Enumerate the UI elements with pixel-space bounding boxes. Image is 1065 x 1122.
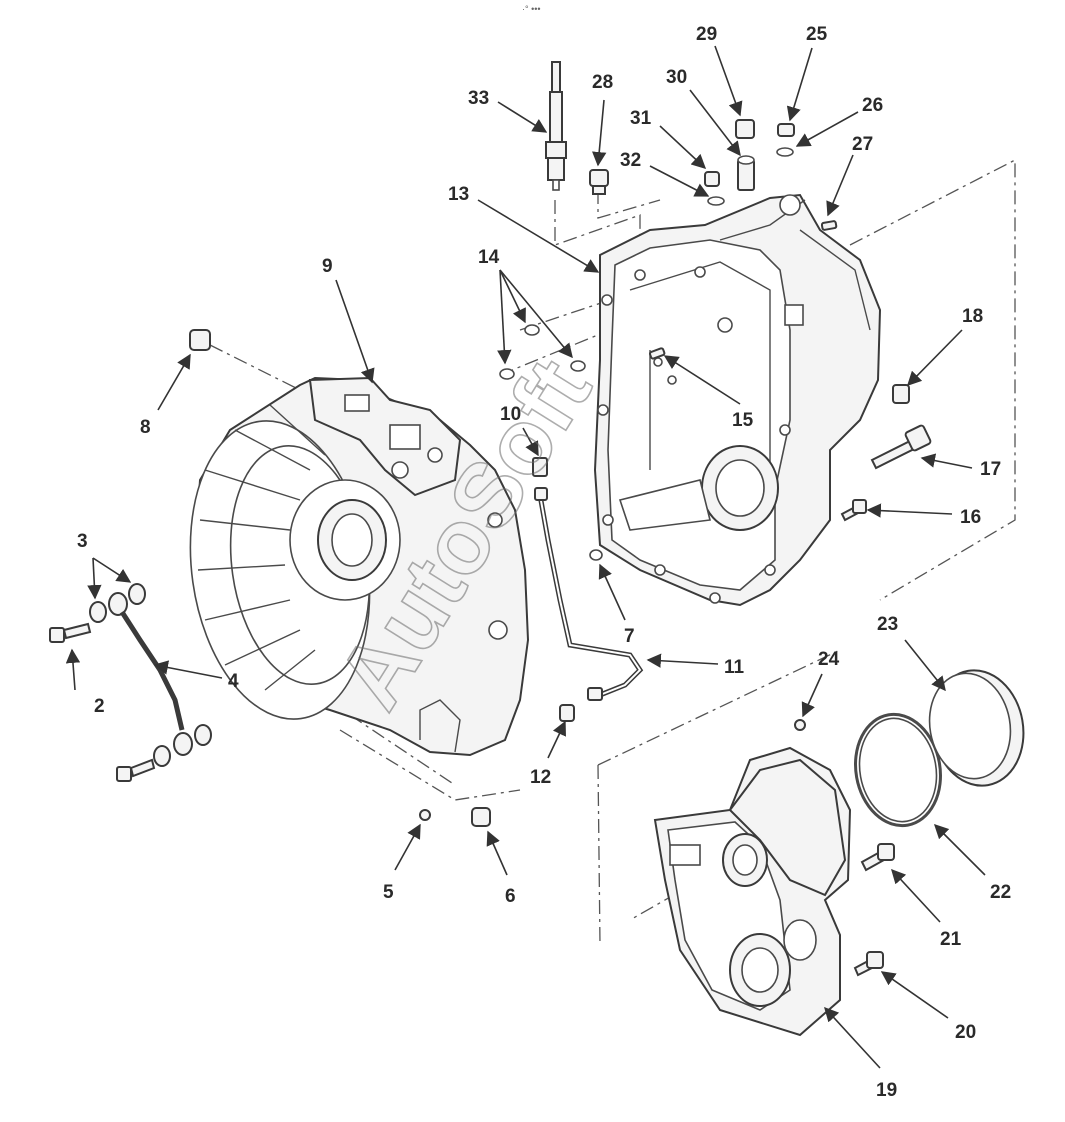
seal-cap-part-23 <box>928 669 1025 787</box>
pipe-fitting-bottom <box>587 687 603 701</box>
o-ring-part-14-c <box>570 360 586 372</box>
callout-23: 23 <box>877 614 898 635</box>
o-ring-part-14-a <box>524 324 540 336</box>
pin-part-27 <box>820 220 838 231</box>
callout-8: 8 <box>140 417 151 438</box>
gearbox-casing-part-13 <box>593 193 882 607</box>
pipe-fitting-top <box>534 487 548 501</box>
callout-27: 27 <box>852 134 873 155</box>
bolt-part-20 <box>853 951 884 977</box>
callout-15: 15 <box>732 410 754 431</box>
callout-12: 12 <box>530 767 551 788</box>
washer-part-26 <box>776 147 794 157</box>
callout-29: 29 <box>696 24 717 45</box>
bolt-part-17 <box>870 424 932 470</box>
bolt-part-21 <box>860 843 895 872</box>
callout-33: 33 <box>468 88 489 109</box>
callout-4: 4 <box>228 671 239 692</box>
bolt-part-2 <box>49 622 92 643</box>
callout-30: 30 <box>666 67 687 88</box>
cap-part-29 <box>735 119 755 139</box>
callout-19: 19 <box>876 1080 897 1101</box>
ground-strap-part-4 <box>108 592 193 756</box>
plug-part-31 <box>704 171 720 187</box>
seal-part-7 <box>589 549 603 561</box>
sensor-part-33 <box>545 61 567 191</box>
callout-20: 20 <box>955 1022 976 1043</box>
pin-part-15 <box>648 347 666 360</box>
callout-22: 22 <box>990 882 1011 903</box>
callout-9: 9 <box>322 256 333 277</box>
washer-part-3-b <box>128 583 146 605</box>
washer-part-3-d <box>194 724 212 746</box>
callout-5: 5 <box>383 882 394 903</box>
callout-11: 11 <box>724 657 745 678</box>
callout-28: 28 <box>592 72 613 93</box>
plug-part-18 <box>892 384 910 404</box>
washer-part-32 <box>707 196 725 206</box>
nut-part-24 <box>794 719 806 731</box>
cover-plate-part-19 <box>653 746 852 1037</box>
callout-3: 3 <box>77 531 88 552</box>
bolt-strap-lower <box>116 758 156 782</box>
callout-25: 25 <box>806 24 828 45</box>
callout-24: 24 <box>818 649 840 670</box>
callout-17: 17 <box>980 459 1001 480</box>
plug-part-28 <box>589 169 609 195</box>
bolt-part-16 <box>840 499 867 522</box>
callout-7: 7 <box>624 626 635 647</box>
callout-13: 13 <box>448 184 469 205</box>
callout-32: 32 <box>620 150 641 171</box>
o-ring-part-14-b <box>499 368 515 380</box>
fitting-part-10 <box>532 457 548 477</box>
callout-2: 2 <box>94 696 105 717</box>
callout-21: 21 <box>940 929 962 950</box>
bell-housing-part-9 <box>189 376 530 757</box>
callout-18: 18 <box>962 306 983 327</box>
callout-10: 10 <box>500 404 521 425</box>
plug-part-8 <box>189 329 211 351</box>
header-mark: ·° ••• <box>522 4 541 14</box>
washer-part-3-c <box>153 745 171 767</box>
callout-labels: 2 3 4 5 6 7 8 9 10 11 12 13 14 15 16 17 … <box>77 24 1011 1101</box>
nut-part-5 <box>419 809 431 821</box>
o-ring-inner-part-22 <box>858 717 938 823</box>
leader-lines <box>65 45 986 1069</box>
callout-16: 16 <box>960 507 981 528</box>
callout-26: 26 <box>862 95 883 116</box>
plug-part-6 <box>471 807 491 827</box>
callout-14: 14 <box>478 247 500 268</box>
callout-6: 6 <box>505 886 516 907</box>
washer-part-3-a <box>89 601 107 623</box>
sleeve-part-30 <box>737 155 755 191</box>
callout-31: 31 <box>630 108 652 129</box>
fitting-part-12 <box>559 704 575 722</box>
plug-part-25 <box>777 123 795 137</box>
